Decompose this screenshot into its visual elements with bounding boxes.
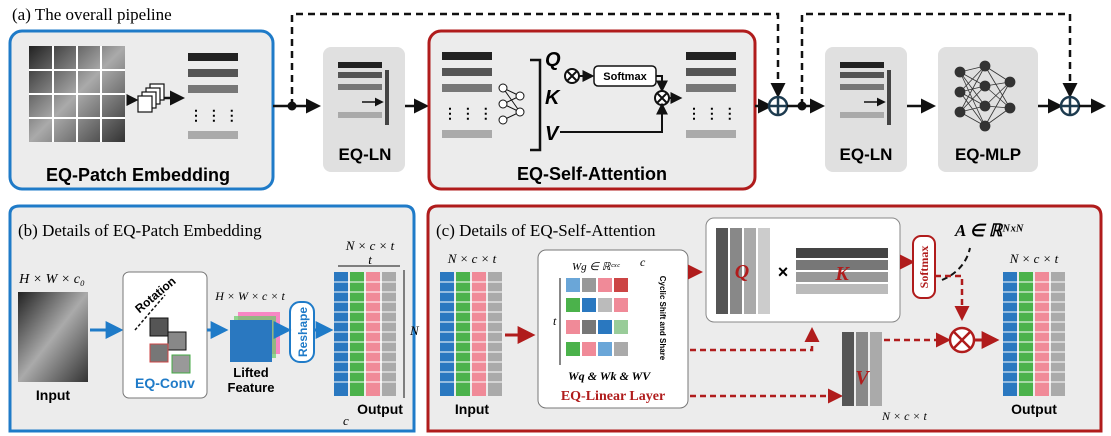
weight-grid [566,278,628,356]
input-tensor-c [440,272,502,396]
section-c-title: (c) Details of EQ-Self-Attention [436,221,656,240]
linear-layer-label: EQ-Linear Layer [561,389,665,404]
t-label-b: t [368,252,372,267]
wg-label: Wg ∈ ℝᶜˣᶜ [572,261,620,273]
input-dims: H × W × c₀ [18,272,85,287]
output-tensor-b [334,272,396,396]
branch-node-1 [287,101,297,111]
reshape-label: Reshape [296,307,310,357]
section-c-panel: (c) Details of EQ-Self-Attention N × c ×… [426,204,1103,433]
self-attention-block: ⋮ ⋮ ⋮ Q K V Softmax ⋮ ⋮ ⋮ EQ-Self-Attent… [427,29,757,191]
output-dims-c: N × c × t [1009,251,1059,266]
v-label-c: V [855,367,870,389]
c-label-c: c [640,255,646,269]
n-label-b: N [409,323,420,338]
ln-block-2: EQ-LN [825,47,907,172]
section-b-panel: (b) Details of EQ-Patch Embedding H × W … [8,204,420,433]
add-node-1 [767,95,789,117]
v-dims: N × c × t [881,409,928,423]
q-label-c: Q [735,261,749,283]
mini-network-icon [498,83,525,125]
skip-connection-1 [290,12,786,106]
token-stack-icon [188,53,238,139]
eq-conv-label: EQ-Conv [135,375,195,391]
mlp-block: EQ-MLP [938,47,1038,172]
softmax-label-c: Softmax [917,246,931,289]
c-label-b: c [343,413,349,428]
k-label: K [545,87,561,109]
times-label: × [778,262,789,282]
softmax-label: Softmax [603,71,647,83]
add-node-2 [1059,95,1081,117]
rotation-stack-icon [137,83,165,113]
conv-kernel-icon [134,294,191,374]
v-matrix [842,332,882,406]
patch-embedding-label: EQ-Patch Embedding [46,165,230,185]
self-attention-label: EQ-Self-Attention [517,164,667,184]
attention-eq: A ∈ ℝᴺˣᴺ [954,221,1024,240]
section-b-title: (b) Details of EQ-Patch Embedding [18,221,262,240]
ln-label-2: EQ-LN [840,145,893,164]
cyclic-shift-label: Cyclic Shift and Share [658,276,667,361]
input-label-b: Input [36,387,71,403]
k-label-c: K [834,263,850,285]
output-tensor-c [1003,272,1065,396]
mlp-label: EQ-MLP [955,145,1021,164]
input-label-c: Input [455,401,490,417]
lifted-label-1: Lifted [233,365,268,380]
output-dims-b: N × c × t [345,238,395,253]
svg-text:⋮ ⋮ ⋮: ⋮ ⋮ ⋮ [687,105,737,121]
token-dots: ⋮ ⋮ ⋮ [189,107,239,123]
output-label-c: Output [1011,401,1057,417]
k-matrix [796,248,888,294]
lifted-feature-icon [230,312,280,362]
input-image [18,292,88,382]
section-a-title: (a) The overall pipeline [12,5,172,24]
multiply-node-c [948,326,976,354]
svg-text:⋮ ⋮ ⋮: ⋮ ⋮ ⋮ [443,105,493,121]
weights-label: Wq & Wk & WV [568,369,651,383]
v-label: V [545,123,560,145]
lifted-label-2: Feature [228,380,275,395]
t-label-c: t [553,314,557,328]
ln-label-1: EQ-LN [339,145,392,164]
lifted-dims: H × W × c × t [214,289,285,303]
output-label-b: Output [357,401,403,417]
q-matrix [716,228,770,314]
neural-network-icon [954,60,1016,132]
softmax-box-c [912,235,936,299]
skip-connection-2 [800,12,1078,106]
q-label: Q [545,49,561,71]
branch-node-2 [797,101,807,111]
patch-embedding-block: ⋮ ⋮ ⋮ EQ-Patch Embedding [8,29,275,191]
ln-block-1: EQ-LN [323,47,405,172]
input-dims-c: N × c × t [447,251,497,266]
